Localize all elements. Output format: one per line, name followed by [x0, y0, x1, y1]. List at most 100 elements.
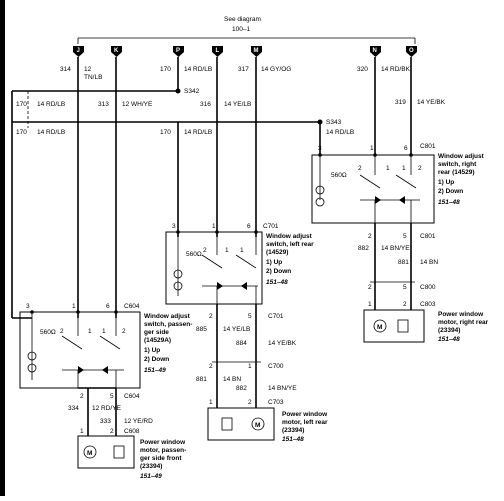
svg-text:(23394): (23394)	[282, 427, 304, 434]
svg-text:2: 2	[358, 165, 362, 172]
wire-label: 319	[395, 99, 406, 106]
svg-text:1: 1	[209, 399, 213, 406]
wire-label: 314	[60, 66, 71, 73]
switch-left-rear: 3 1 6 C701 560Ω 2 1 1 Window adjust swit…	[165, 223, 314, 305]
svg-text:333: 333	[100, 418, 111, 425]
svg-text:5: 5	[403, 284, 407, 291]
svg-text:1: 1	[370, 145, 374, 152]
motor-passenger-front: M Power window motor, passen- ger side f…	[77, 435, 186, 480]
svg-text:Power window: Power window	[282, 411, 328, 418]
svg-text:2: 2	[209, 313, 213, 320]
motor-left-rear: M Power window motor, left rear (23394) …	[207, 407, 328, 443]
connector-label: C700	[268, 363, 284, 370]
svg-text:C801: C801	[420, 143, 436, 150]
wire-label: 12 WH/YE	[122, 101, 153, 108]
svg-text:1: 1	[225, 247, 229, 254]
svg-text:2) Down: 2) Down	[144, 356, 169, 363]
header-line1: See diagram	[224, 16, 261, 23]
svg-text:2: 2	[203, 247, 207, 254]
svg-text:2) Down: 2) Down	[438, 188, 463, 195]
wire-label: 316	[200, 101, 211, 108]
wire-label: 12	[84, 66, 92, 73]
svg-text:881: 881	[196, 376, 207, 383]
svg-text:14 BN/YE: 14 BN/YE	[268, 385, 297, 392]
svg-text:5: 5	[248, 313, 252, 320]
svg-text:14 BN/YE: 14 BN/YE	[381, 245, 410, 252]
terminal-K: K	[111, 46, 122, 57]
connector-label: C800	[420, 284, 436, 291]
svg-text:3: 3	[172, 223, 176, 230]
splice-S342	[175, 88, 181, 94]
svg-text:6: 6	[247, 223, 251, 230]
svg-text:1) Up: 1) Up	[266, 259, 282, 266]
svg-text:2: 2	[80, 393, 84, 400]
svg-text:885: 885	[196, 326, 207, 333]
svg-text:560Ω: 560Ω	[331, 172, 347, 179]
svg-text:(14529): (14529)	[266, 249, 288, 256]
svg-text:ger side front: ger side front	[140, 455, 182, 462]
svg-text:1: 1	[240, 247, 244, 254]
svg-text:2: 2	[368, 233, 372, 240]
svg-text:Power window: Power window	[438, 311, 484, 318]
svg-text:151–48: 151–48	[282, 436, 304, 443]
svg-text:14 BN: 14 BN	[223, 376, 241, 383]
svg-text:2: 2	[60, 328, 64, 335]
wire-label: 14 RD/LB	[37, 129, 65, 136]
header-line2: 100–1	[232, 26, 250, 33]
wire-label: 313	[98, 101, 109, 108]
svg-text:6: 6	[106, 303, 110, 310]
svg-text:1: 1	[402, 165, 406, 172]
svg-text:N: N	[373, 48, 377, 54]
svg-text:881: 881	[398, 259, 409, 266]
svg-text:1: 1	[212, 223, 216, 230]
svg-text:1: 1	[80, 428, 84, 435]
svg-text:1: 1	[368, 301, 372, 308]
svg-text:switch, passen-: switch, passen-	[144, 321, 192, 328]
terminal-L: L	[212, 46, 223, 57]
wire-label: 320	[357, 66, 368, 73]
svg-text:882: 882	[236, 385, 247, 392]
svg-text:3: 3	[318, 145, 322, 152]
wire-label: 14 YE/BK	[417, 99, 446, 106]
motor-right-rear: M Power window motor, right rear (23394)…	[363, 309, 489, 343]
wire-label: 170	[160, 129, 171, 136]
wire-label: 14 RD/LB	[37, 101, 65, 108]
svg-text:L: L	[216, 48, 220, 54]
margin-bar	[0, 0, 5, 496]
wire-label: 14 YE/LB	[224, 101, 251, 108]
splice-label: S343	[326, 119, 342, 126]
terminal-J: J	[73, 46, 84, 57]
svg-text:K: K	[114, 48, 119, 54]
terminal-M: M	[251, 46, 262, 57]
svg-text:14 YE/LB: 14 YE/LB	[223, 326, 250, 333]
svg-text:3: 3	[26, 303, 30, 310]
svg-text:6: 6	[404, 145, 408, 152]
connector-label: C703	[268, 399, 284, 406]
svg-text:(14529A): (14529A)	[144, 337, 171, 344]
svg-text:Window adjust: Window adjust	[438, 153, 485, 160]
terminal-N: N	[370, 46, 381, 57]
wire-label: 170	[160, 66, 171, 73]
svg-text:14 YE/BK: 14 YE/BK	[268, 340, 297, 347]
connector-label: C608	[124, 428, 140, 435]
svg-text:2: 2	[418, 165, 422, 172]
svg-text:motor, left rear: motor, left rear	[282, 419, 328, 426]
svg-text:884: 884	[236, 340, 247, 347]
terminal-P: P	[173, 46, 184, 57]
svg-text:1: 1	[102, 328, 106, 335]
switch-right-rear: 3 1 6 C801 560Ω 2 1 1 2 Window adjust sw…	[311, 143, 485, 224]
svg-text:151–48: 151–48	[438, 336, 460, 343]
svg-text:151–49: 151–49	[144, 367, 166, 374]
svg-text:C604: C604	[124, 303, 140, 310]
svg-text:151–48: 151–48	[266, 279, 288, 286]
svg-text:882: 882	[358, 245, 369, 252]
connector-label: C701	[268, 313, 284, 320]
svg-text:151–48: 151–48	[438, 199, 460, 206]
terminal-O: O	[406, 46, 417, 57]
svg-text:151–49: 151–49	[140, 473, 162, 480]
svg-text:2: 2	[110, 428, 114, 435]
svg-text:ger side: ger side	[144, 329, 169, 336]
wire-label: 14 RD/BK	[381, 66, 411, 73]
